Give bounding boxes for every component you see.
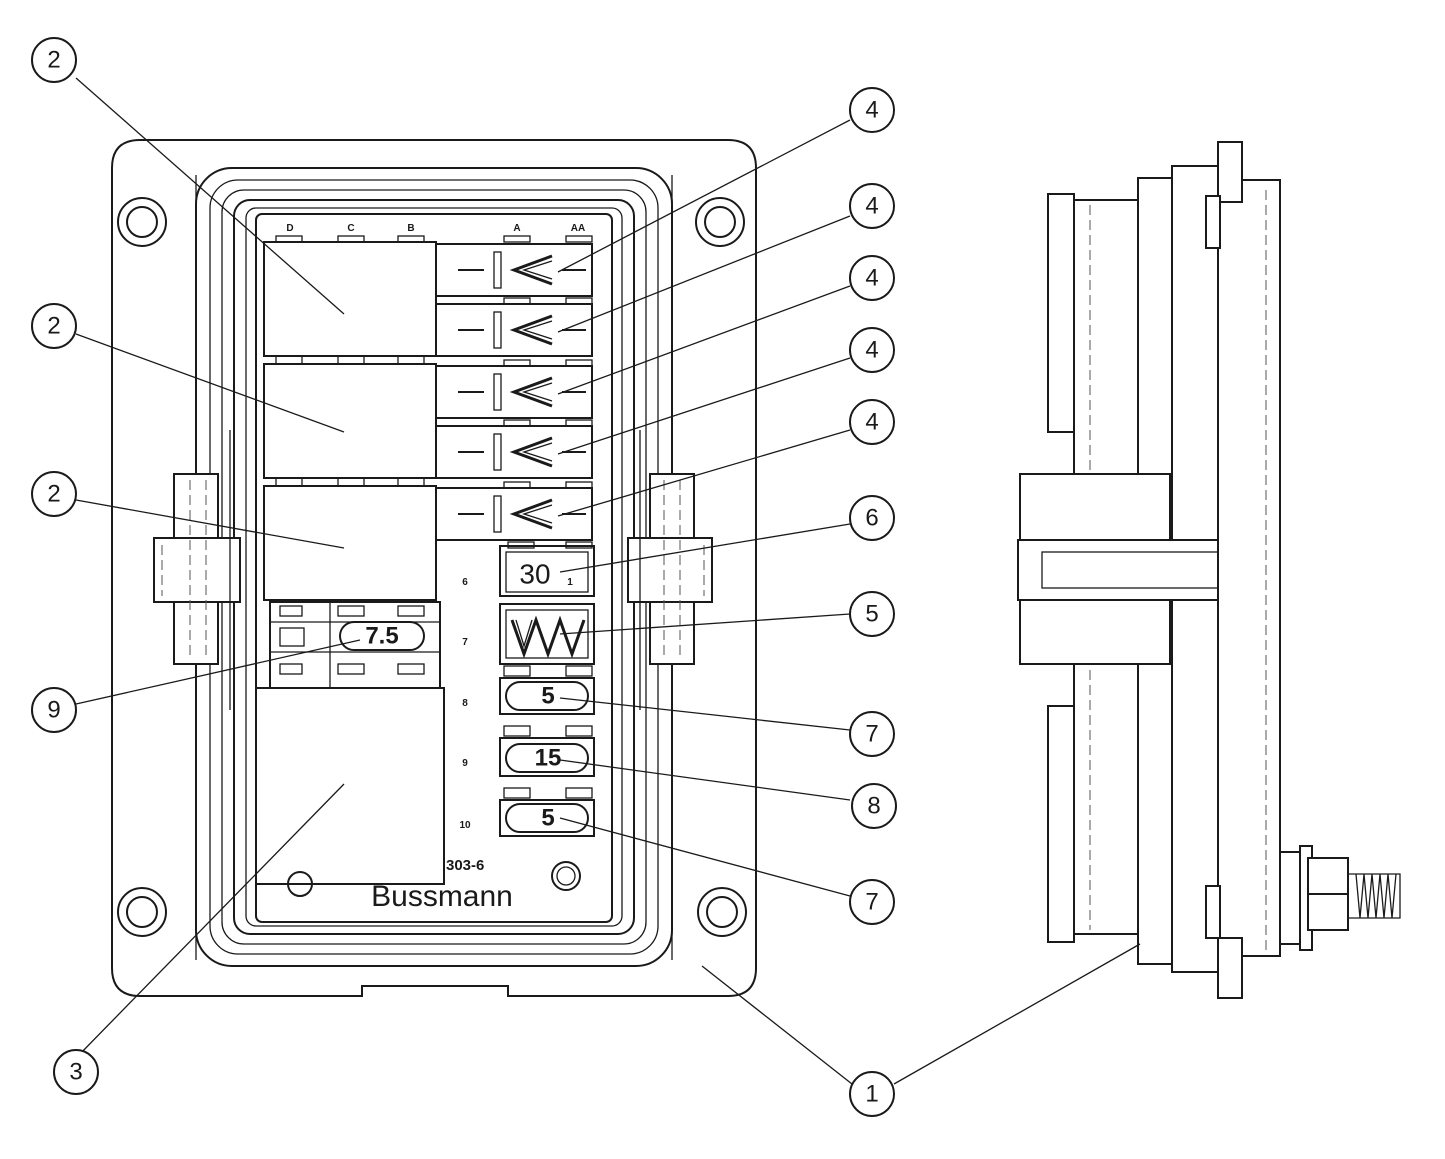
callouts: 2 2 2 3 9 4 4 4 4 4 6 5 7 8 7 1 [31, 37, 897, 1117]
mounting-hole-tr [695, 197, 745, 247]
svg-text:4: 4 [865, 193, 878, 220]
fuse-9: 15 [499, 725, 595, 777]
svg-text:6: 6 [865, 505, 878, 532]
column-label-b: B [407, 223, 414, 234]
svg-text:8: 8 [867, 793, 880, 820]
mini-fuse-block: 7.5 [269, 601, 441, 689]
fuse-8: 5 [499, 665, 595, 715]
svg-text:2: 2 [47, 47, 60, 74]
svg-text:7: 7 [865, 889, 878, 916]
position-8: 8 [462, 698, 468, 709]
position-9: 9 [462, 758, 468, 769]
callout-8: 8 [851, 783, 897, 829]
svg-text:4: 4 [865, 265, 878, 292]
fuse-panel [255, 213, 613, 923]
part-number: 303-6 [446, 857, 484, 874]
diode-row-2 [435, 297, 593, 357]
callout-9: 9 [31, 687, 77, 733]
fuse-8-rating: 5 [541, 683, 554, 710]
relay-large [255, 687, 445, 885]
svg-text:4: 4 [865, 337, 878, 364]
mounting-hole-bl [117, 887, 167, 937]
mini-fuse-rating: 7.5 [365, 623, 398, 650]
callout-4e: 4 [849, 399, 895, 445]
diode-row-4 [435, 419, 593, 479]
circuit-breaker-30: 30 1 [499, 541, 595, 597]
position-10: 10 [459, 820, 471, 831]
callout-6: 6 [849, 495, 895, 541]
relay-2 [263, 363, 437, 479]
brand-label: Bussmann [371, 880, 513, 913]
diode-row-1 [435, 243, 593, 297]
diode-row-3 [435, 359, 593, 419]
maxi-fuse-element [499, 603, 595, 665]
callout-4d: 4 [849, 327, 895, 373]
latch-left [153, 430, 241, 710]
callout-3: 3 [53, 1049, 99, 1095]
callout-5: 5 [849, 591, 895, 637]
callout-7a: 7 [849, 711, 895, 757]
svg-text:4: 4 [865, 97, 878, 124]
svg-text:9: 9 [47, 697, 60, 724]
svg-text:2: 2 [47, 313, 60, 340]
svg-text:5: 5 [865, 601, 878, 628]
svg-text:1: 1 [865, 1081, 878, 1108]
breaker-rating: 30 [519, 559, 550, 590]
front-view: D C B A AA [111, 139, 757, 997]
panel-hole [551, 861, 581, 891]
svg-text:4: 4 [865, 409, 878, 436]
svg-text:7: 7 [865, 721, 878, 748]
svg-text:3: 3 [69, 1059, 82, 1086]
callout-2b: 2 [31, 303, 77, 349]
diode-row-5 [435, 481, 593, 541]
relay-3 [263, 485, 437, 601]
side-view [1017, 141, 1401, 999]
fuse-10: 5 [499, 787, 595, 837]
leader-lines [75, 77, 1141, 1085]
position-7: 7 [462, 637, 468, 648]
callout-4c: 4 [849, 255, 895, 301]
column-label-d: D [286, 223, 293, 234]
position-6: 6 [462, 577, 468, 588]
mounting-flange [111, 139, 757, 997]
callout-1: 1 [849, 1071, 895, 1117]
column-label-aa: AA [571, 223, 585, 234]
mounting-hole-br [697, 887, 747, 937]
callout-7b: 7 [849, 879, 895, 925]
callout-2a: 2 [31, 37, 77, 83]
mounting-hole-tl [117, 197, 167, 247]
column-label-c: C [347, 223, 354, 234]
latch-right [627, 430, 713, 710]
callout-2c: 2 [31, 471, 77, 517]
relay-1 [263, 241, 437, 357]
callout-4b: 4 [849, 183, 895, 229]
callout-4a: 4 [849, 87, 895, 133]
fuse-9-rating: 15 [535, 745, 562, 772]
column-label-a: A [513, 223, 520, 234]
svg-text:2: 2 [47, 481, 60, 508]
position-1: 1 [567, 577, 573, 588]
fuse-10-rating: 5 [541, 805, 554, 832]
